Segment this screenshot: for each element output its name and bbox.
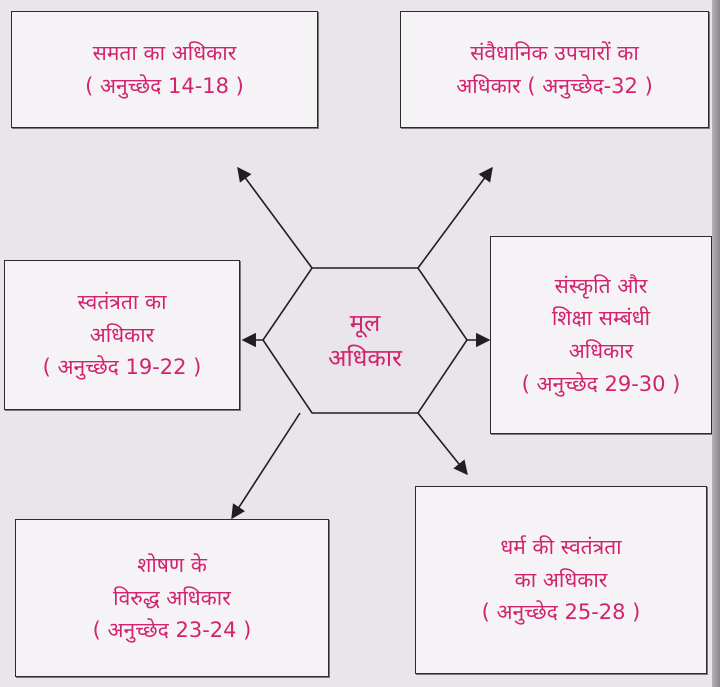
node-line: अधिकार ( अनुच्छेद-32 ) xyxy=(456,73,653,98)
node-equality: समता का अधिकार ( अनुच्छेद 14-18 ) xyxy=(11,11,318,128)
node-freedom: स्वतंत्रता का अधिकार ( अनुच्छेद 19-22 ) xyxy=(4,260,240,410)
book-spine-edge xyxy=(712,0,720,687)
node-line: ( अनुच्छेद 14-18 ) xyxy=(85,73,244,98)
center-node: मूल अधिकार xyxy=(265,268,465,413)
arrow-to-religious-freedom xyxy=(417,412,468,476)
center-line: अधिकार xyxy=(328,343,402,372)
node-line: ( अनुच्छेद 25-28 ) xyxy=(481,600,641,625)
node-constitutional-remedies: संवैधानिक उपचारों का अधिकार ( अनुच्छेद-3… xyxy=(400,11,709,128)
node-culture-education: संस्कृति और शिक्षा सम्बंधी अधिकार ( अनुच… xyxy=(490,236,712,434)
node-line: शोषण के xyxy=(137,553,207,578)
node-line: स्वतंत्रता का xyxy=(77,290,167,315)
node-line: विरुद्ध अधिकार xyxy=(113,585,231,610)
node-line: संवैधानिक उपचारों का xyxy=(470,40,639,65)
node-line: अधिकार xyxy=(568,339,634,363)
node-line: अधिकार xyxy=(89,322,155,347)
node-line: संस्कृति और xyxy=(554,273,648,298)
node-against-exploitation: शोषण के विरुद्ध अधिकार ( अनुच्छेद 23-24 … xyxy=(15,519,329,677)
node-line: समता का अधिकार xyxy=(92,40,237,65)
node-religious-freedom: धर्म की स्वतंत्रता का अधिकार ( अनुच्छेद … xyxy=(415,486,707,674)
center-line: मूल xyxy=(349,308,381,337)
node-line: ( अनुच्छेद 29-30 ) xyxy=(521,371,681,396)
node-line: का अधिकार xyxy=(514,567,608,592)
node-line: ( अनुच्छेद 23-24 ) xyxy=(92,618,252,643)
arrow-to-equality xyxy=(237,166,313,269)
arrow-to-against-exploitation xyxy=(231,412,301,520)
node-line: ( अनुच्छेद 19-22 ) xyxy=(42,355,202,380)
node-line: धर्म की स्वतंत्रता xyxy=(500,535,622,560)
node-line: शिक्षा सम्बंधी xyxy=(551,306,651,331)
arrow-to-constitutional-remedies xyxy=(417,166,493,269)
